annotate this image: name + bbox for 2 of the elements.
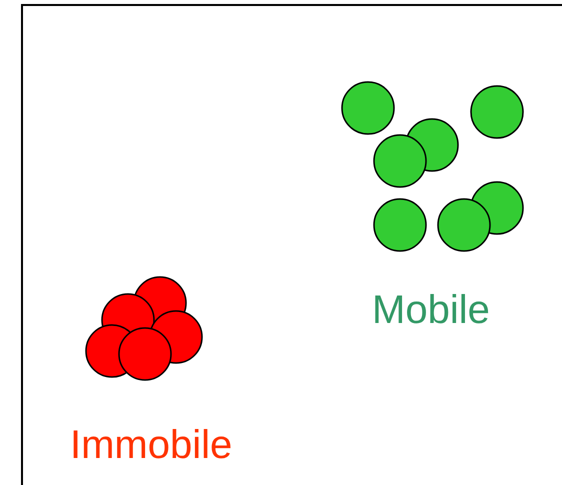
mobile-label: Mobile	[372, 290, 490, 330]
immobile-label: Immobile	[70, 425, 232, 465]
